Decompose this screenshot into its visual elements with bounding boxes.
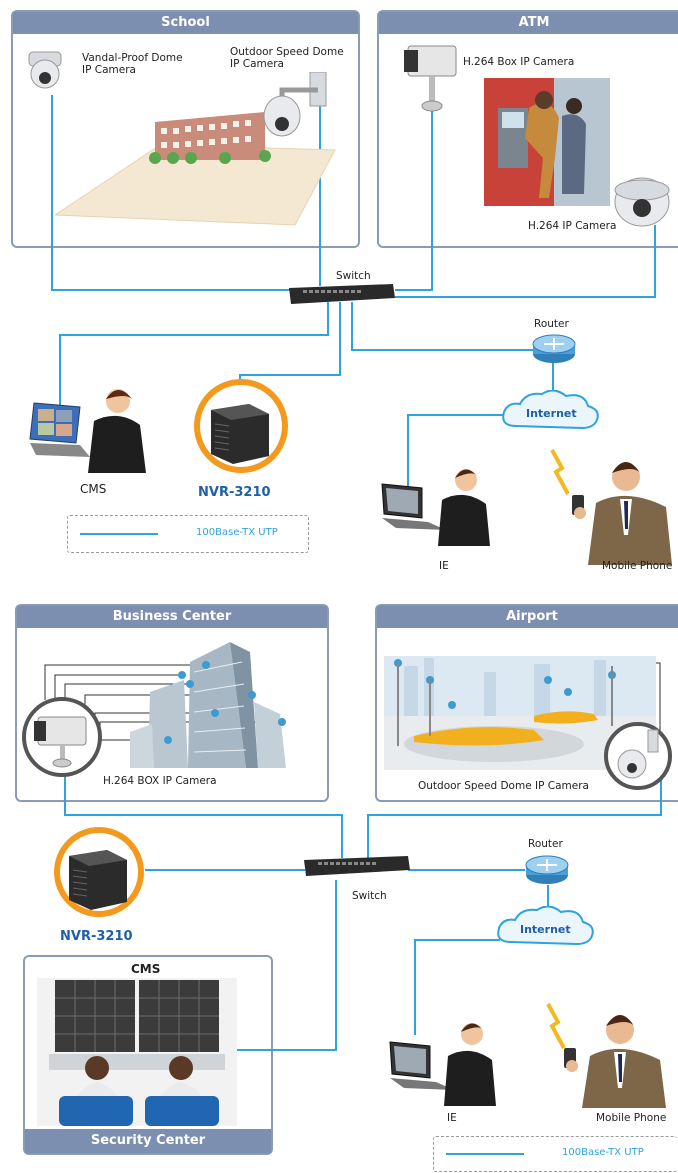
network-switch-top	[289, 284, 395, 304]
nvr-device-top	[194, 379, 288, 473]
airport-speed-dome-camera-icon	[604, 722, 672, 790]
internet-cloud-top	[502, 390, 599, 430]
mobile-phone-label-bottom: Mobile Phone	[596, 1112, 667, 1124]
wireless-signal-icon-top	[550, 449, 570, 495]
internet-label-bottom: Internet	[520, 923, 571, 936]
business-box-camera-icon	[22, 697, 102, 777]
airport-camera-label: Outdoor Speed Dome IP Camera	[418, 780, 589, 792]
network-switch-bottom	[304, 856, 410, 876]
speed-dome-camera-icon	[263, 72, 327, 137]
ip-dome-camera-icon	[614, 177, 670, 227]
switch-label-top: Switch	[336, 270, 371, 282]
router-icon-bottom	[525, 855, 569, 884]
ie-user-illustration-bottom	[389, 1023, 496, 1106]
box-ip-camera-label: H.264 Box IP Camera	[463, 56, 575, 68]
security-center-illustration	[37, 978, 237, 1126]
switch-label-bottom: Switch	[352, 890, 387, 902]
business-center-title: Business Center	[17, 606, 327, 628]
mobile-phone-user-illustration-bottom	[564, 1015, 666, 1108]
vandal-dome-label: Vandal-Proof Dome IP Camera	[82, 52, 183, 76]
legend-line-swatch-bottom	[446, 1153, 524, 1155]
legend-label-top: 100Base-TX UTP	[196, 527, 278, 538]
ie-label-top: IE	[439, 560, 449, 572]
mobile-phone-label-top: Mobile Phone	[602, 560, 673, 572]
ie-label-bottom: IE	[447, 1112, 457, 1124]
legend-label-bottom: 100Base-TX UTP	[562, 1147, 644, 1158]
internet-cloud-bottom	[497, 906, 594, 946]
router-label-bottom: Router	[528, 838, 563, 850]
router-icon-top	[532, 334, 576, 363]
security-cms-label: CMS	[131, 962, 161, 976]
vandal-dome-camera-icon	[28, 51, 62, 89]
ie-user-illustration	[381, 469, 490, 546]
ip-dome-camera-label: H.264 IP Camera	[528, 220, 617, 232]
cms-label-top: CMS	[80, 482, 107, 496]
legend-top: 100Base-TX UTP	[67, 515, 309, 553]
speed-dome-label: Outdoor Speed Dome IP Camera	[230, 46, 344, 70]
wireless-signal-icon-bottom	[546, 1003, 566, 1049]
airport-title: Airport	[377, 606, 678, 628]
business-camera-label: H.264 BOX IP Camera	[103, 775, 217, 787]
cms-operator-illustration	[29, 389, 146, 473]
school-building-illustration	[55, 112, 336, 226]
box-ip-camera-icon	[404, 45, 457, 112]
business-towers-illustration	[130, 642, 286, 768]
school-title: School	[13, 12, 358, 34]
legend-bottom: 100Base-TX UTP	[433, 1136, 677, 1172]
atm-scene-illustration	[484, 78, 610, 206]
security-center-title: Security Center	[25, 1129, 271, 1153]
internet-label-top: Internet	[526, 407, 577, 420]
nvr-label-top: NVR-3210	[198, 485, 271, 500]
legend-line-swatch-top	[80, 533, 158, 535]
nvr-label-bottom: NVR-3210	[60, 929, 133, 944]
router-label-top: Router	[534, 318, 569, 330]
mobile-phone-user-illustration	[572, 462, 672, 565]
atm-title: ATM	[379, 12, 678, 34]
nvr-device-bottom	[54, 827, 144, 917]
